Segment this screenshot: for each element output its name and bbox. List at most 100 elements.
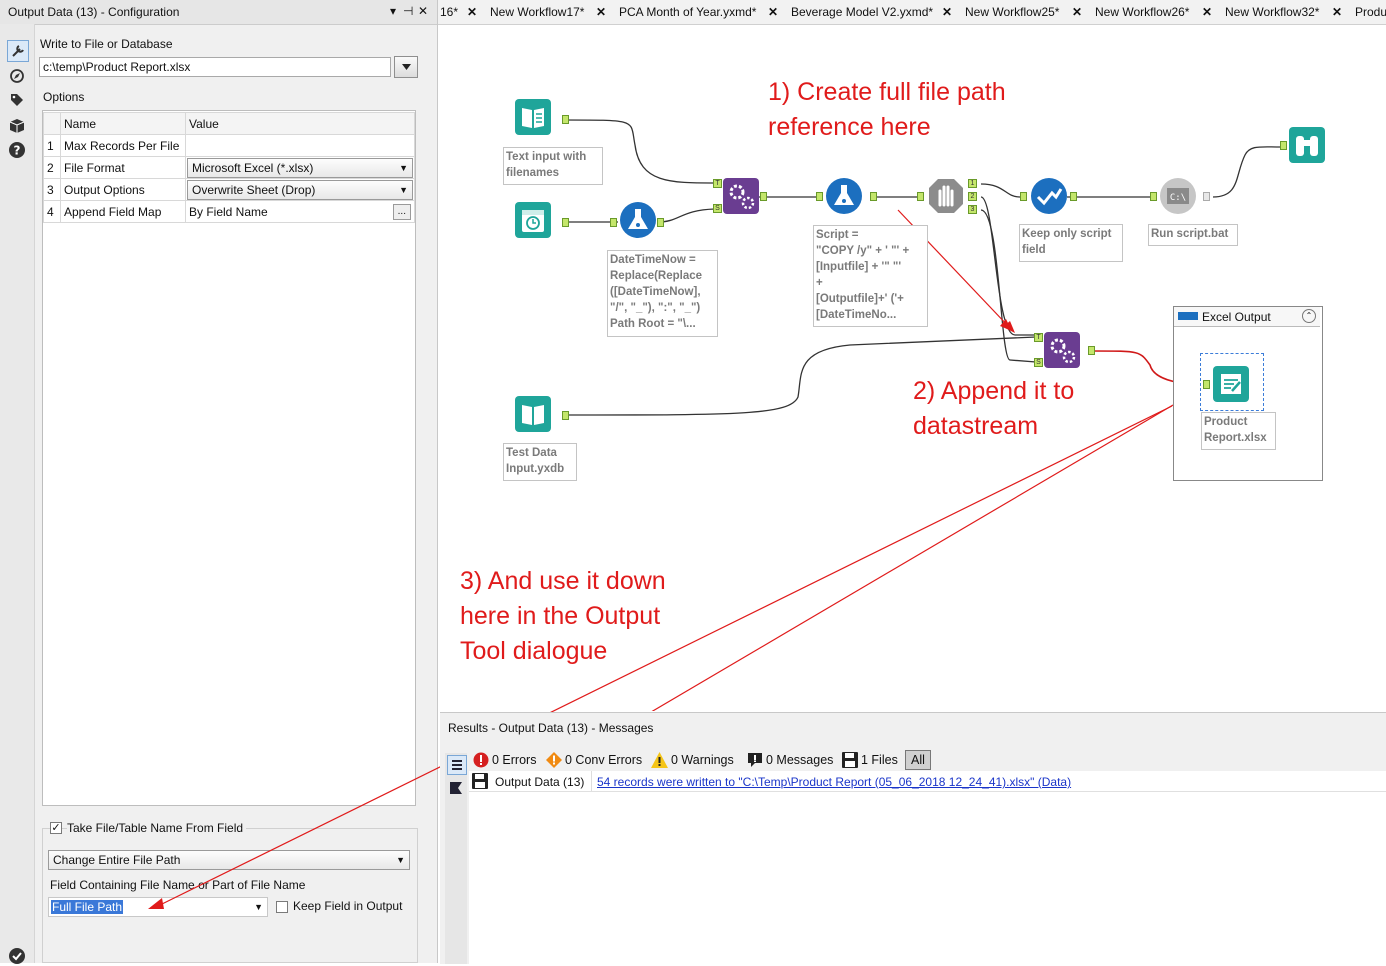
tab-product[interactable]: Produ (1355, 5, 1386, 19)
pin-icon[interactable]: ⊣ (403, 4, 414, 18)
workflow-canvas[interactable]: Text input with filenames DateTimeNow = … (440, 25, 1386, 711)
output-anchor[interactable] (657, 218, 664, 227)
output-anchor[interactable] (1203, 192, 1210, 201)
excel-output-container[interactable]: Excel Output ⌃ Product Report.xlsx (1173, 306, 1323, 481)
all-filter-button[interactable]: All (905, 750, 931, 770)
field-select[interactable]: Full File Path ▼ (48, 897, 268, 917)
run-command-tool[interactable]: C:\ (1159, 177, 1197, 215)
input-anchor[interactable] (1280, 141, 1287, 150)
gears-icon (723, 178, 759, 214)
close-icon[interactable]: ✕ (596, 5, 607, 19)
input-anchor[interactable] (1020, 192, 1027, 201)
results-panel: Results - Output Data (13) - Messages 0 … (440, 712, 1386, 964)
warnings-filter[interactable]: 0 Warnings (651, 751, 734, 769)
package-icon[interactable] (7, 116, 27, 136)
text-input-tool[interactable] (514, 98, 552, 136)
output-anchor[interactable] (562, 218, 569, 227)
select-annotation: Keep only script field (1019, 224, 1123, 262)
ellipsis-button[interactable]: ... (392, 203, 411, 220)
output-file-link[interactable]: 54 records were written to "C:\Temp\Prod… (597, 775, 1072, 789)
formula-tool-1[interactable] (619, 201, 657, 239)
dropdown-icon[interactable]: ▾ (390, 4, 397, 18)
container-collapse-icon[interactable] (1178, 312, 1198, 320)
test-data-input-tool[interactable] (514, 395, 552, 433)
output-anchor[interactable] (1088, 346, 1095, 355)
files-filter[interactable]: 1 Files (842, 751, 898, 769)
close-icon[interactable]: ✕ (1202, 5, 1213, 19)
flag-icon[interactable] (449, 781, 463, 795)
tab-workflow32[interactable]: New Workflow32* (1225, 5, 1320, 19)
output-data-tool[interactable] (1212, 365, 1250, 403)
close-icon[interactable]: ✕ (1332, 5, 1343, 19)
append-fields-tool-1[interactable] (722, 177, 760, 215)
formula-tool-2[interactable] (825, 177, 863, 215)
output-anchor[interactable] (562, 411, 569, 420)
close-icon[interactable]: ✕ (418, 4, 429, 18)
tab-pca-month[interactable]: PCA Month of Year.yxmd* (619, 5, 757, 19)
output-anchor[interactable] (870, 192, 877, 201)
tab-workflow-16[interactable]: 16* (440, 5, 459, 19)
list-view-icon[interactable] (447, 755, 467, 775)
table-row[interactable]: 2 File Format Microsoft Excel (*.xlsx)▼ (43, 156, 415, 179)
output-anchor-2[interactable]: 2 (968, 192, 977, 201)
close-icon[interactable]: ✕ (768, 5, 779, 19)
input-anchor[interactable] (1150, 192, 1157, 201)
file-path-field[interactable]: c:\temp\Product Report.xlsx (39, 57, 391, 77)
help-icon[interactable]: ? (7, 140, 27, 160)
input-anchor[interactable] (610, 218, 617, 227)
errors-filter[interactable]: 0 Errors (473, 751, 536, 769)
append-input-s[interactable]: S (1034, 358, 1043, 367)
messages-count: 0 Messages (766, 753, 834, 767)
column-header-name: Name (60, 112, 186, 135)
tab-beverage-model[interactable]: Beverage Model V2.yxmd* (791, 5, 934, 19)
chevron-down-icon: ▼ (396, 855, 405, 865)
output-anchor-1[interactable]: 1 (968, 179, 977, 188)
date-time-tool[interactable] (514, 201, 552, 239)
change-mode-value: Change Entire File Path (53, 853, 181, 867)
row-number: 2 (43, 156, 61, 179)
close-icon[interactable]: ✕ (942, 5, 953, 19)
table-row[interactable]: 3 Output Options Overwrite Sheet (Drop)▼ (43, 178, 415, 201)
output-anchor-3[interactable]: 3 (968, 205, 977, 214)
compass-icon[interactable] (7, 66, 27, 86)
tab-workflow25[interactable]: New Workflow25* (965, 5, 1060, 19)
tab-workflow26[interactable]: New Workflow26* (1095, 5, 1190, 19)
file-name-from-field-group (42, 828, 418, 963)
append-input-t[interactable]: T (713, 179, 722, 188)
close-icon[interactable]: ✕ (1072, 5, 1083, 19)
chevron-down-icon (401, 64, 411, 70)
table-row[interactable]: 4 Append Field Map By Field Name... (43, 200, 415, 223)
tag-icon[interactable] (7, 90, 27, 110)
output-anchor[interactable] (562, 115, 569, 124)
append-fields-tool-2[interactable] (1043, 331, 1081, 369)
input-anchor[interactable] (816, 192, 823, 201)
append-input-t[interactable]: T (1034, 333, 1043, 342)
table-row[interactable]: 1 Max Records Per File (43, 134, 415, 157)
run-script-annotation: Run script.bat (1148, 224, 1238, 246)
output-anchor[interactable] (760, 192, 767, 201)
block-until-done-tool[interactable] (927, 177, 965, 215)
output-options-select[interactable]: Overwrite Sheet (Drop)▼ (187, 179, 413, 200)
option-name: Append Field Map (60, 200, 186, 223)
note-step-2: 2) Append it to datastream (913, 377, 1075, 440)
chevron-up-icon[interactable]: ⌃ (1302, 309, 1316, 323)
change-mode-select[interactable]: Change Entire File Path ▼ (48, 850, 410, 870)
select-tool[interactable] (1030, 177, 1068, 215)
messages-filter[interactable]: 0 Messages (747, 751, 833, 769)
keep-field-checkbox[interactable] (276, 901, 288, 913)
conv-errors-filter[interactable]: 0 Conv Errors (546, 751, 642, 769)
input-anchor[interactable] (917, 192, 924, 201)
option-value-max-records[interactable] (185, 134, 415, 157)
wrench-icon[interactable] (7, 40, 29, 62)
close-icon[interactable]: ✕ (467, 5, 478, 19)
take-name-checkbox[interactable]: ✓ (50, 822, 62, 834)
append-input-s[interactable]: S (713, 204, 722, 213)
file-format-select[interactable]: Microsoft Excel (*.xlsx)▼ (187, 157, 413, 178)
output-anchor[interactable] (1070, 192, 1077, 201)
keep-field-label: Keep Field in Output (293, 899, 403, 913)
browse-tool[interactable] (1288, 126, 1326, 164)
tab-workflow17[interactable]: New Workflow17* (490, 5, 585, 19)
table-row[interactable]: Output Data (13) 54 records were written… (469, 771, 1386, 792)
input-anchor[interactable] (1203, 380, 1210, 389)
file-path-dropdown-button[interactable] (394, 56, 418, 78)
